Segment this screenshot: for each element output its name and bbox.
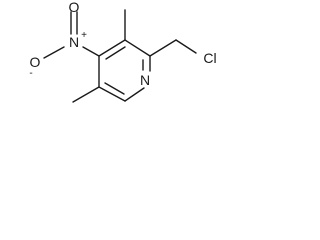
ring-bond-c6-c5	[98, 86, 126, 102]
chloromethyl-bond	[149, 39, 177, 57]
nitro-oxygen-double-label: O	[69, 0, 80, 15]
nitro-nitrogen-charge: +	[81, 30, 87, 41]
ring-bond-c3-c2	[124, 39, 151, 57]
ring-bond-c4-c3	[98, 39, 126, 57]
pyridine-ring	[98, 39, 151, 102]
substituent-bonds	[43, 9, 197, 103]
nitro-o-single-bond	[43, 46, 65, 59]
ring-bond-n1-c6	[124, 87, 145, 102]
ring-nitrogen-label: N	[140, 72, 150, 88]
nitro-oxygen-charge: -	[29, 68, 32, 79]
ring-bond-c4-c3-inner	[105, 46, 126, 60]
nitro-oxygen-single-label: O	[30, 54, 41, 70]
nitro-nitrogen-label: N	[69, 34, 79, 50]
chlorine-label: Cl	[203, 50, 216, 66]
methyl-bond-bottom	[72, 86, 100, 103]
nitro-bond	[82, 46, 100, 57]
ring-bond-c6-c5-inner	[104, 82, 125, 95]
chloromethyl-cl-bond	[175, 39, 197, 54]
chemical-structure: N Cl N + O O -	[29, 0, 217, 103]
